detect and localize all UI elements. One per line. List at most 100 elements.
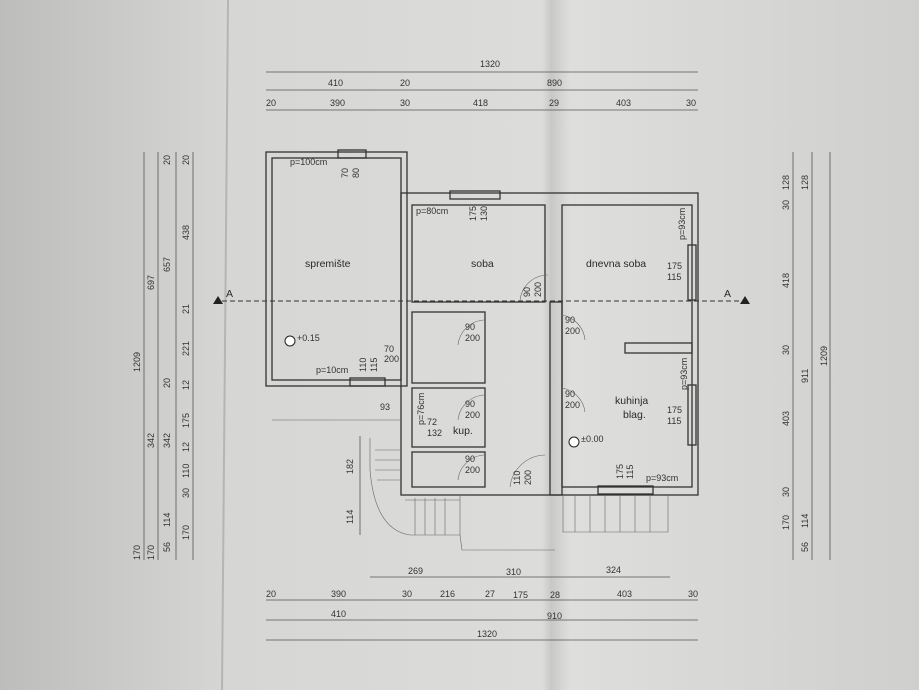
- section-marker-left-icon: [213, 296, 223, 304]
- annotation: 70: [340, 168, 350, 178]
- dim-label: 1209: [819, 346, 829, 366]
- dim-label: 910: [547, 611, 562, 621]
- room-label-living: dnevna soba: [586, 258, 646, 270]
- room-label-bath: kup.: [453, 425, 473, 437]
- dim-label: 110: [181, 464, 191, 478]
- annotation: 110: [358, 358, 368, 372]
- top-dimensions: 1320 410 20 890 20 390 30 418 29 403 30: [266, 59, 696, 108]
- dim-label: 28: [550, 590, 560, 600]
- dim-label: 128: [781, 175, 791, 190]
- dim-label: 30: [781, 487, 791, 497]
- annotation: 80: [351, 168, 361, 178]
- dim-label: 657: [162, 257, 172, 272]
- annotation: 115: [667, 416, 681, 426]
- dim-label: 890: [547, 78, 562, 88]
- room-label-storage: spremište: [305, 258, 351, 270]
- annotation: 115: [625, 465, 635, 479]
- dim-label: 697: [146, 275, 156, 290]
- dim-label: 310: [506, 567, 521, 577]
- annotation: 132: [427, 428, 442, 438]
- dim-label: 221: [181, 341, 191, 356]
- dim-label: 21: [181, 304, 191, 314]
- dim-label: 170: [146, 545, 156, 560]
- annotation: p=93cm: [677, 208, 687, 240]
- dim-label: 438: [181, 225, 191, 240]
- dim-label: 175: [181, 413, 191, 428]
- door-swings: [457, 274, 586, 488]
- level-kitchen: ±0.00: [581, 434, 603, 444]
- dim-label: 418: [473, 98, 488, 108]
- annotation: 90: [465, 454, 475, 464]
- section-label-left: A: [226, 288, 233, 300]
- annotation: 90: [465, 322, 475, 332]
- annotation: 130: [479, 206, 489, 221]
- annotation: 200: [465, 410, 480, 420]
- dim-label: 170: [781, 515, 791, 530]
- dim-label: 20: [162, 155, 172, 165]
- annotation: 90: [565, 315, 575, 325]
- annotation: 90: [565, 389, 575, 399]
- dim-label: 30: [400, 98, 410, 108]
- stairs: [272, 419, 669, 551]
- room-label-room: soba: [471, 258, 494, 270]
- dim-label: 12: [181, 442, 191, 452]
- annotation: 200: [465, 333, 480, 343]
- dim-label: 1209: [132, 352, 142, 372]
- dim-label: 342: [146, 433, 156, 448]
- annotation: 90: [522, 287, 532, 297]
- dim-label: 12: [181, 380, 191, 390]
- dim-label: 403: [617, 589, 632, 599]
- annotation: 115: [369, 358, 379, 372]
- dim-label: 30: [686, 98, 696, 108]
- annotation: 110: [512, 471, 522, 485]
- dim-label: 911: [800, 369, 810, 383]
- walls: [265, 149, 699, 496]
- dim-label: 20: [266, 589, 276, 599]
- dim-label: 20: [162, 378, 172, 388]
- dim-label: 56: [800, 542, 810, 552]
- dim-label: 324: [606, 565, 621, 575]
- left-dimensions: 1209 170 697 342 170 20 657 20 342 114 5…: [132, 155, 191, 560]
- dim-label: 30: [781, 200, 791, 210]
- dim-label: 29: [549, 98, 559, 108]
- annotation: p=80cm: [416, 206, 448, 216]
- annotation: 90: [465, 399, 475, 409]
- dim-label: 114: [800, 514, 810, 528]
- dim-label: 114: [162, 513, 172, 527]
- annotation: 200: [523, 470, 533, 485]
- dim-label: 390: [331, 589, 346, 599]
- dim-label: 20: [181, 155, 191, 165]
- annotation: p=76cm: [416, 393, 426, 425]
- dim-label: 20: [400, 78, 410, 88]
- annotation: 200: [533, 282, 543, 297]
- dim-label: 30: [688, 589, 698, 599]
- annotation: 93: [380, 402, 390, 412]
- annotation: 200: [565, 326, 580, 336]
- annotation: 114: [345, 510, 355, 524]
- annotation: 72: [427, 417, 437, 427]
- room-label-kitchen: kuhinja: [615, 395, 648, 407]
- dim-label: 175: [513, 590, 528, 600]
- annotation: 115: [667, 272, 681, 282]
- bottom-dimensions: 269 310 324 20 390 30 216 27 175 28 403 …: [266, 565, 698, 639]
- dim-label: 56: [162, 542, 172, 552]
- dim-label: 128: [800, 175, 810, 190]
- dim-label: 1320: [477, 629, 497, 639]
- right-dimensions: 128 30 418 30 403 30 170 128 911 114 56 …: [781, 175, 829, 552]
- dim-label: 30: [781, 345, 791, 355]
- dim-label: 170: [132, 545, 142, 560]
- dimension-lines: [143, 71, 831, 641]
- dim-label: 30: [402, 589, 412, 599]
- dim-label: 170: [181, 525, 191, 540]
- dim-label: 342: [162, 433, 172, 448]
- annotation: p=93cm: [646, 473, 678, 483]
- level-marker-icon: [568, 436, 580, 448]
- dim-label: 216: [440, 589, 455, 599]
- annotation: 175: [615, 464, 625, 479]
- annotation: 200: [465, 465, 480, 475]
- annotation: 175: [468, 206, 478, 221]
- dim-label: 390: [330, 98, 345, 108]
- interior-annotations: p=100cm 70 80 p=80cm 175 130 90 200 p=93…: [290, 157, 689, 524]
